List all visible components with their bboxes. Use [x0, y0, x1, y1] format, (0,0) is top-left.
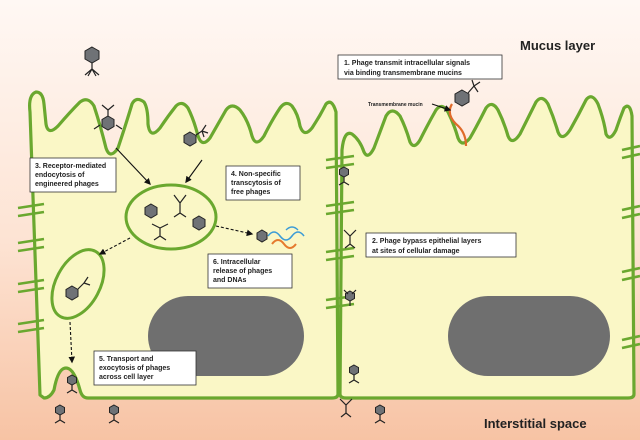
svg-text:1. Phage transmit intracellula: 1. Phage transmit intracellular signals [344, 60, 470, 67]
svg-text:5. Transport and: 5. Transport and [99, 356, 153, 363]
phage-icon-bypass-1 [338, 166, 350, 186]
phage-icon-free-uptake [183, 124, 209, 147]
phage-icon-vesicle-1 [144, 203, 158, 219]
callout-line: release of phages [213, 268, 272, 275]
phage-icon-interstitial-2 [374, 404, 386, 424]
svg-text:transcytosis of: transcytosis of [231, 180, 281, 187]
phage-icon-below-1 [54, 404, 66, 424]
callout-intracellular-release: 6. Intracellular release of phages and D… [207, 253, 293, 289]
phage-icon-below-2 [108, 404, 120, 424]
callout-epithelial-bypass: 2. Phage bypass epithelial layers at sit… [365, 232, 517, 258]
right-nucleus-icon [448, 296, 610, 376]
svg-text:at sites of cellular damage: at sites of cellular damage [372, 248, 460, 255]
svg-text:4. Non-specific: 4. Non-specific [231, 171, 281, 178]
svg-text:6. Intracellular: 6. Intracellular [213, 259, 261, 266]
callout-phage-signaling: 1. Phage transmit intracellular signals … [337, 54, 503, 80]
interstitial-space-label: Interstitial space [484, 416, 587, 431]
svg-text:exocytosis of phages: exocytosis of phages [99, 365, 170, 372]
phage-icon-vesicle-3 [192, 215, 206, 231]
small-vesicle-icon [50, 248, 106, 320]
tight-junctions-left [17, 202, 45, 334]
callout-line: endocytosis of [35, 172, 85, 179]
callout-line: across cell layer [99, 374, 154, 381]
phage-icon-released [256, 229, 268, 243]
phage-icon-vesicle-4 [151, 223, 169, 241]
callout-line: free phages [231, 189, 270, 196]
phage-icon-small-vesicle [65, 276, 91, 301]
svg-text:2. Phage bypass epithelial lay: 2. Phage bypass epithelial layers [372, 238, 481, 245]
arrow-mucin-label [431, 103, 452, 112]
callout-line: 2. Phage bypass epithelial layers [372, 238, 481, 245]
phage-icon-bypass-4 [348, 364, 360, 384]
callout-line: exocytosis of phages [99, 365, 170, 372]
arrow-to-exocytosis [68, 321, 76, 364]
callout-line: 5. Transport and [99, 356, 153, 363]
phage-icon-vesicle-2 [173, 194, 187, 218]
callout-line: at sites of cellular damage [372, 248, 460, 255]
arrow-endocytosis [115, 147, 151, 185]
callout-line: and DNAs [213, 277, 247, 284]
phage-icon-mucin-bound [454, 79, 481, 107]
callout-line: 6. Intracellular [213, 259, 261, 266]
mucus-layer-label: Mucus layer [520, 38, 595, 53]
svg-text:across cell layer: across cell layer [99, 374, 154, 381]
callout-line: transcytosis of [231, 180, 281, 187]
arrow-release [215, 225, 254, 237]
arrow-free-uptake [185, 159, 203, 184]
tight-junctions-right [621, 144, 640, 350]
svg-text:via binding transmembrane muci: via binding transmembrane mucins [344, 70, 462, 77]
phage-icon-bypass-3 [343, 289, 357, 306]
callout-nonspecific-transcytosis: 4. Non-specific transcytosis of free pha… [225, 165, 301, 201]
callout-line: 4. Non-specific [231, 171, 281, 178]
phage-icon-interstitial-1 [339, 398, 353, 418]
callout-receptor-endocytosis: 3. Receptor-mediated endocytosis of engi… [29, 157, 117, 193]
svg-text:and DNAs: and DNAs [213, 277, 247, 284]
callout-transport-exocytosis: 5. Transport and exocytosis of phages ac… [93, 350, 197, 386]
svg-text:free phages: free phages [231, 189, 270, 196]
phage-icon-receptor-binding [93, 104, 123, 131]
large-vesicle-icon [124, 183, 218, 251]
arrow-to-small-vesicle [98, 237, 131, 255]
svg-text:endocytosis of: endocytosis of [35, 172, 85, 179]
callout-line: 1. Phage transmit intracellular signals [344, 60, 470, 67]
phage-icon-mucus-top-left [84, 46, 100, 77]
callout-line: 3. Receptor-mediated [35, 163, 106, 170]
svg-text:engineered phages: engineered phages [35, 181, 99, 188]
callout-line: engineered phages [35, 181, 99, 188]
svg-text:release of phages: release of phages [213, 268, 272, 275]
transmembrane-mucin-label: Transmembrane mucin [368, 102, 423, 108]
callout-line: via binding transmembrane mucins [344, 70, 462, 77]
svg-text:3. Receptor-mediated: 3. Receptor-mediated [35, 163, 106, 170]
phage-icon-exocytosed [66, 374, 78, 394]
phage-icon-bypass-2 [343, 229, 357, 249]
dna-icon [267, 226, 305, 249]
